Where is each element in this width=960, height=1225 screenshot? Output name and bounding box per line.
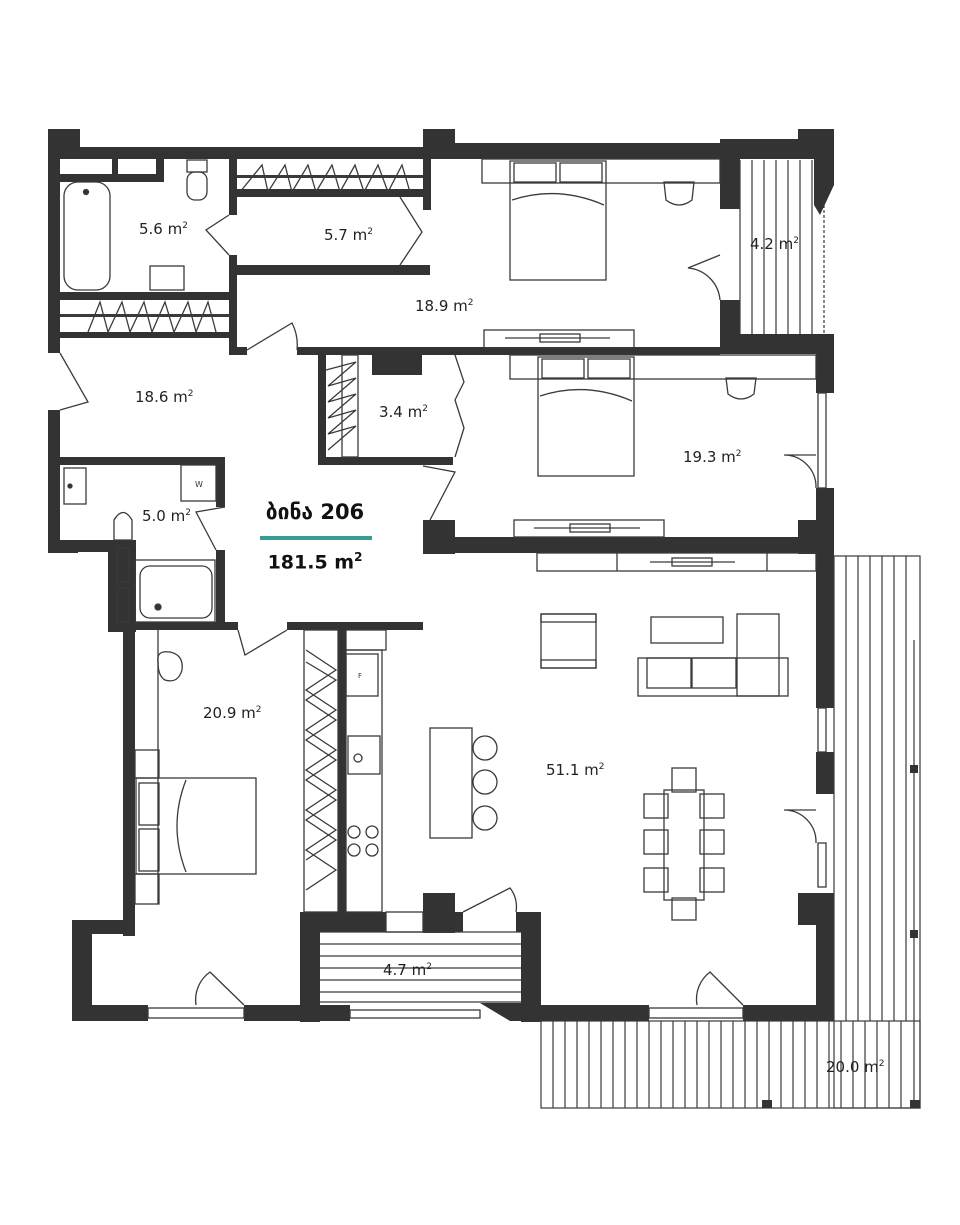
room-label-wardrobe-top: 5.7 m2 <box>324 226 373 244</box>
washer-label: W <box>195 480 203 489</box>
room-label-bath-top: 5.6 m2 <box>139 220 188 238</box>
walls <box>48 129 834 1022</box>
room-label-terrace: 20.0 m2 <box>826 1058 885 1076</box>
room-label-balcony-small: 4.2 m2 <box>750 235 799 253</box>
room-label-hall: 18.6 m2 <box>135 388 194 406</box>
terrace-deck <box>540 555 921 1109</box>
furniture-lines <box>59 158 827 1019</box>
room-label-bedroom-mid: 19.3 m2 <box>683 448 742 466</box>
apartment-title-underline <box>260 536 372 540</box>
balcony-mid-deck <box>320 931 521 1003</box>
fridge-label: F <box>358 672 362 680</box>
apartment-title: ბინა 206 <box>265 500 365 524</box>
room-label-closet-small: 3.4 m2 <box>379 403 428 421</box>
room-label-bedroom-top: 18.9 m2 <box>415 297 474 315</box>
balcony-small-deck <box>739 160 825 334</box>
room-label-bedroom-left: 20.9 m2 <box>203 704 262 722</box>
room-label-balcony-mid: 4.7 m2 <box>383 961 432 979</box>
room-label-living: 51.1 m2 <box>546 761 605 779</box>
room-label-bath-mid: 5.0 m2 <box>142 507 191 525</box>
apartment-total-area: 181.5 m2 <box>267 550 363 574</box>
